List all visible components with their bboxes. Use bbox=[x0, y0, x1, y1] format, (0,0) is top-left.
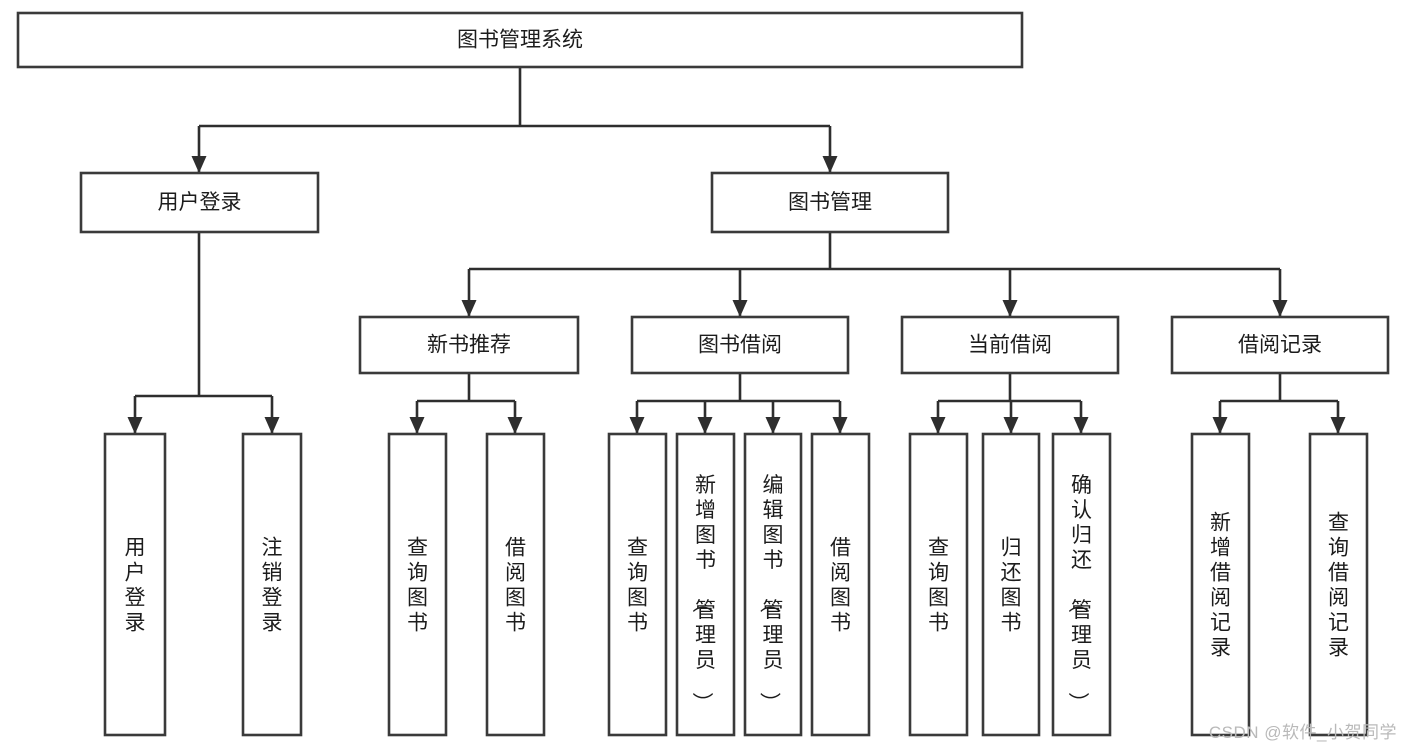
node-label-leaf-user-login: 用户登录 bbox=[125, 537, 146, 635]
connector-c-user-login bbox=[127, 232, 280, 434]
node-book-manage[interactable]: 图书管理 bbox=[710, 171, 950, 234]
arrow-head-icon bbox=[1272, 300, 1288, 317]
node-box-leaf-logout[interactable] bbox=[241, 432, 303, 737]
node-label-leaf-borrow-book-new: 借阅图书 bbox=[505, 537, 526, 635]
node-new-book-recommend[interactable]: 新书推荐 bbox=[358, 315, 580, 375]
arrow-head-icon bbox=[1003, 417, 1019, 434]
arrow-head-icon bbox=[507, 417, 523, 434]
node-label-current-borrow: 当前借阅 bbox=[968, 334, 1052, 357]
node-box-current-borrow[interactable] bbox=[900, 315, 1120, 375]
node-label-root: 图书管理系统 bbox=[457, 29, 583, 52]
node-label-leaf-logout: 注销登录 bbox=[262, 537, 283, 635]
node-borrow-record[interactable]: 借阅记录 bbox=[1170, 315, 1390, 375]
node-leaf-add-book[interactable]: 新增图书（管理员） bbox=[675, 432, 736, 737]
arrow-head-icon bbox=[461, 300, 477, 317]
arrow-head-icon bbox=[930, 417, 946, 434]
node-box-leaf-user-login[interactable] bbox=[103, 432, 167, 737]
node-leaf-borrow-book[interactable]: 借阅图书 bbox=[810, 432, 871, 737]
node-leaf-user-login[interactable]: 用户登录 bbox=[103, 432, 167, 737]
node-box-leaf-query-book-new[interactable] bbox=[387, 432, 448, 737]
node-label-book-borrow: 图书借阅 bbox=[698, 334, 782, 357]
node-current-borrow[interactable]: 当前借阅 bbox=[900, 315, 1120, 375]
node-box-leaf-borrow-book[interactable] bbox=[810, 432, 871, 737]
node-book-borrow[interactable]: 图书借阅 bbox=[630, 315, 850, 375]
node-box-leaf-add-record[interactable] bbox=[1190, 432, 1251, 737]
connector-c-new-book bbox=[409, 373, 523, 434]
node-label-user-login: 用户登录 bbox=[158, 191, 242, 214]
node-root[interactable]: 图书管理系统 bbox=[16, 11, 1024, 69]
node-leaf-query-book-current[interactable]: 查询图书 bbox=[908, 432, 969, 737]
csdn-watermark: CSDN @软件_小贺同学 bbox=[1208, 723, 1397, 742]
node-label-leaf-query-book-current: 查询图书 bbox=[928, 537, 949, 635]
node-leaf-return-book[interactable]: 归还图书 bbox=[981, 432, 1041, 737]
arrow-head-icon bbox=[822, 156, 838, 173]
node-label-leaf-add-book: 新增图书（管理员） bbox=[690, 474, 716, 713]
node-leaf-edit-book[interactable]: 编辑图书（管理员） bbox=[743, 432, 803, 737]
node-label-leaf-borrow-book: 借阅图书 bbox=[830, 537, 851, 635]
node-box-root[interactable] bbox=[16, 11, 1024, 69]
arrow-head-icon bbox=[127, 417, 143, 434]
node-label-book-manage: 图书管理 bbox=[788, 191, 872, 214]
node-leaf-query-book-borrow[interactable]: 查询图书 bbox=[607, 432, 668, 737]
node-leaf-query-book-new[interactable]: 查询图书 bbox=[387, 432, 448, 737]
node-leaf-confirm-return[interactable]: 确认归还（管理员） bbox=[1051, 432, 1112, 737]
connector-layer bbox=[127, 67, 1346, 434]
node-box-leaf-query-record[interactable] bbox=[1308, 432, 1369, 737]
arrow-head-icon bbox=[629, 417, 645, 434]
node-box-leaf-query-book-current[interactable] bbox=[908, 432, 969, 737]
arrow-head-icon bbox=[832, 417, 848, 434]
node-box-leaf-edit-book[interactable] bbox=[743, 432, 803, 737]
connector-c-root bbox=[191, 67, 838, 173]
node-label-leaf-query-record: 查询借阅记录 bbox=[1328, 512, 1349, 660]
arrow-head-icon bbox=[264, 417, 280, 434]
arrow-head-icon bbox=[1330, 417, 1346, 434]
node-label-leaf-return-book: 归还图书 bbox=[1001, 537, 1022, 635]
connector-c-book-manage bbox=[461, 232, 1288, 317]
arrow-head-icon bbox=[409, 417, 425, 434]
node-box-leaf-return-book[interactable] bbox=[981, 432, 1041, 737]
node-box-borrow-record[interactable] bbox=[1170, 315, 1390, 375]
node-leaf-query-record[interactable]: 查询借阅记录 bbox=[1308, 432, 1369, 737]
arrow-head-icon bbox=[1002, 300, 1018, 317]
arrow-head-icon bbox=[1073, 417, 1089, 434]
connector-c-current-borrow bbox=[930, 373, 1089, 434]
node-box-leaf-borrow-book-new[interactable] bbox=[485, 432, 546, 737]
connector-c-borrow-record bbox=[1212, 373, 1346, 434]
node-leaf-logout[interactable]: 注销登录 bbox=[241, 432, 303, 737]
arrow-head-icon bbox=[697, 417, 713, 434]
arrow-head-icon bbox=[1212, 417, 1228, 434]
node-user-login[interactable]: 用户登录 bbox=[79, 171, 320, 234]
arrow-head-icon bbox=[191, 156, 207, 173]
node-box-leaf-query-book-borrow[interactable] bbox=[607, 432, 668, 737]
node-label-leaf-add-record: 新增借阅记录 bbox=[1210, 512, 1231, 660]
node-label-leaf-query-book-new: 查询图书 bbox=[407, 537, 428, 635]
node-label-leaf-query-book-borrow: 查询图书 bbox=[627, 537, 648, 635]
arrow-head-icon bbox=[732, 300, 748, 317]
node-box-book-manage[interactable] bbox=[710, 171, 950, 234]
node-box-book-borrow[interactable] bbox=[630, 315, 850, 375]
node-box-leaf-add-book[interactable] bbox=[675, 432, 736, 737]
node-leaf-borrow-book-new[interactable]: 借阅图书 bbox=[485, 432, 546, 737]
node-box-leaf-confirm-return[interactable] bbox=[1051, 432, 1112, 737]
node-layer: 图书管理系统用户登录图书管理新书推荐图书借阅当前借阅借阅记录用户登录注销登录查询… bbox=[16, 11, 1390, 737]
node-box-user-login[interactable] bbox=[79, 171, 320, 234]
node-label-leaf-edit-book: 编辑图书（管理员） bbox=[758, 474, 784, 713]
connector-c-book-borrow bbox=[629, 373, 848, 434]
node-leaf-add-record[interactable]: 新增借阅记录 bbox=[1190, 432, 1251, 737]
arrow-head-icon bbox=[765, 417, 781, 434]
node-label-leaf-confirm-return: 确认归还（管理员） bbox=[1066, 474, 1092, 713]
node-box-new-book-recommend[interactable] bbox=[358, 315, 580, 375]
node-label-borrow-record: 借阅记录 bbox=[1238, 334, 1322, 357]
node-label-new-book-recommend: 新书推荐 bbox=[427, 334, 511, 357]
